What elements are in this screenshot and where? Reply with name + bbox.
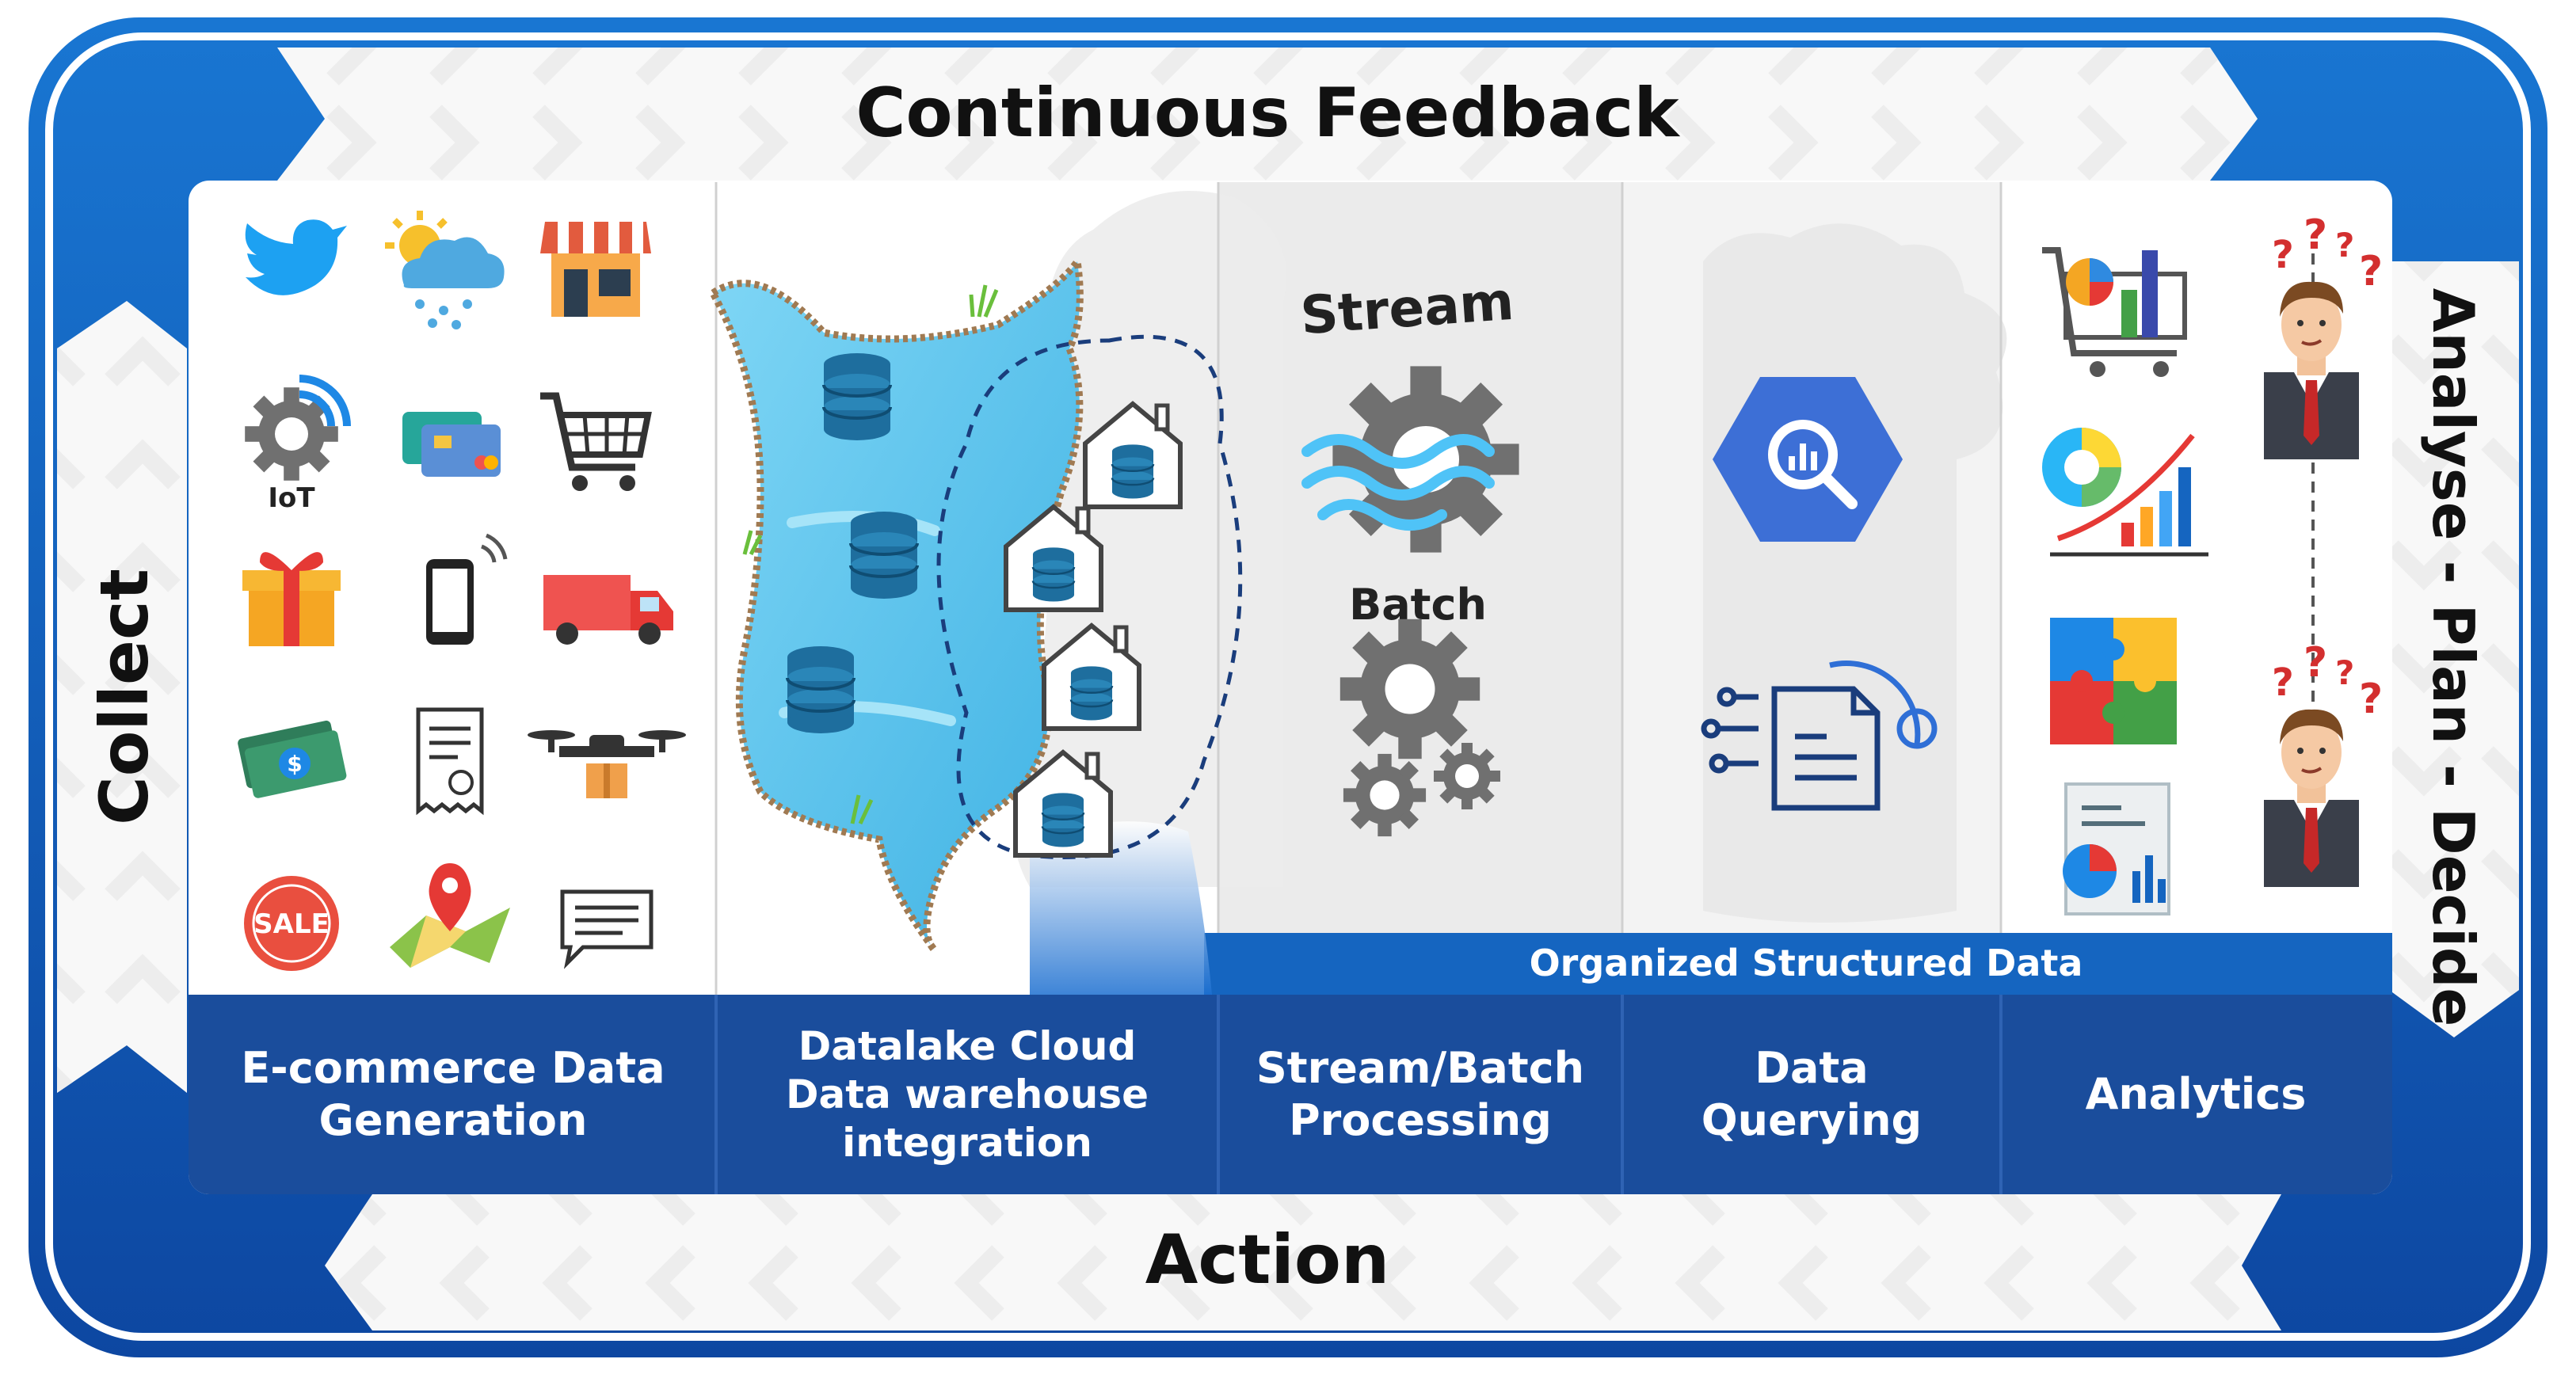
message-icon [560, 889, 654, 969]
bottom-arrow-band [325, 1194, 2281, 1330]
top-banner-text: Continuous Feedback [855, 74, 1680, 153]
stage-label-line: E-commerce Data [241, 1043, 665, 1094]
svg-text:?: ? [2304, 211, 2327, 259]
gift-icon [242, 552, 341, 646]
organized-data-bar [1204, 933, 2392, 995]
datalake-icon [708, 251, 1243, 954]
organized-data-label: Organized Structured Data [1530, 942, 2083, 984]
report-icon [2063, 782, 2170, 915]
smartphone-icon [426, 533, 508, 645]
stage-label-querying: Data Querying [1622, 998, 2001, 1191]
money-icon: $ [238, 720, 347, 798]
businessman-icon: ? ? ? ? [2262, 211, 2383, 461]
stage-label-ecommerce: E-commerce Data Generation [190, 998, 716, 1191]
drone-icon [528, 730, 686, 798]
stage-label-line: Stream/Batch [1256, 1043, 1585, 1094]
receipt-icon [416, 707, 484, 816]
bigquery-hexagon-icon [1713, 377, 1903, 542]
delivery-van-icon [543, 575, 673, 645]
svg-text:?: ? [2359, 248, 2383, 295]
stage-label-line: Processing [1289, 1095, 1552, 1145]
stage-label-line: Data [1755, 1043, 1869, 1094]
svg-text:?: ? [2335, 653, 2354, 692]
stage-label-line: Querying [1701, 1095, 1922, 1145]
stage-label-analytics: Analytics [2001, 998, 2391, 1191]
stage-label-processing: Stream/Batch Processing [1218, 998, 1622, 1191]
stage-label-line: Generation [318, 1095, 588, 1145]
stream-gear-icon [1301, 366, 1519, 553]
top-arrow-band [277, 48, 2258, 181]
sale-label: SALE [253, 908, 330, 940]
stage-label-bar [189, 995, 2392, 1194]
stream-label: Stream [1298, 271, 1515, 347]
cart-analytics-icon [2042, 247, 2187, 377]
businessman-icon: ? ? ? ? [2262, 639, 2383, 889]
stage-label-line: Analytics [2085, 1069, 2307, 1120]
sale-badge-icon: SALE [244, 876, 339, 971]
bottom-banner-text: Action [1145, 1220, 1389, 1300]
puzzle-icon [2050, 618, 2177, 744]
processing-area [1218, 182, 1622, 933]
iot-label: IoT [268, 482, 315, 514]
svg-text:?: ? [2304, 639, 2327, 687]
shop-icon [540, 222, 651, 317]
map-pin-icon [390, 863, 510, 968]
twitter-icon [245, 219, 347, 295]
stage-label-line: Datalake Cloud [798, 1022, 1137, 1069]
left-arrow-band [57, 301, 187, 1093]
svg-text:?: ? [2359, 676, 2383, 723]
stage-label-line: integration [842, 1119, 1092, 1166]
left-banner-text: Collect [86, 569, 163, 825]
svg-text:?: ? [2272, 233, 2294, 277]
shopping-cart-icon [540, 392, 652, 491]
right-banner-text: Analyse - Plan - Decide [2420, 288, 2486, 1027]
weather-icon [385, 211, 505, 329]
growth-chart-icon [2042, 428, 2208, 557]
document-gear-icon [1701, 660, 1938, 811]
credit-card-icon [402, 412, 501, 477]
svg-text:$: $ [287, 751, 302, 777]
right-arrow-band [2389, 261, 2519, 1037]
iot-icon: IoT [245, 375, 351, 514]
svg-text:?: ? [2272, 660, 2294, 705]
stage-label-line: Data warehouse [785, 1071, 1149, 1117]
stage-label-datalake: Datalake Cloud Data warehouse integratio… [716, 998, 1218, 1191]
svg-text:?: ? [2335, 226, 2354, 265]
